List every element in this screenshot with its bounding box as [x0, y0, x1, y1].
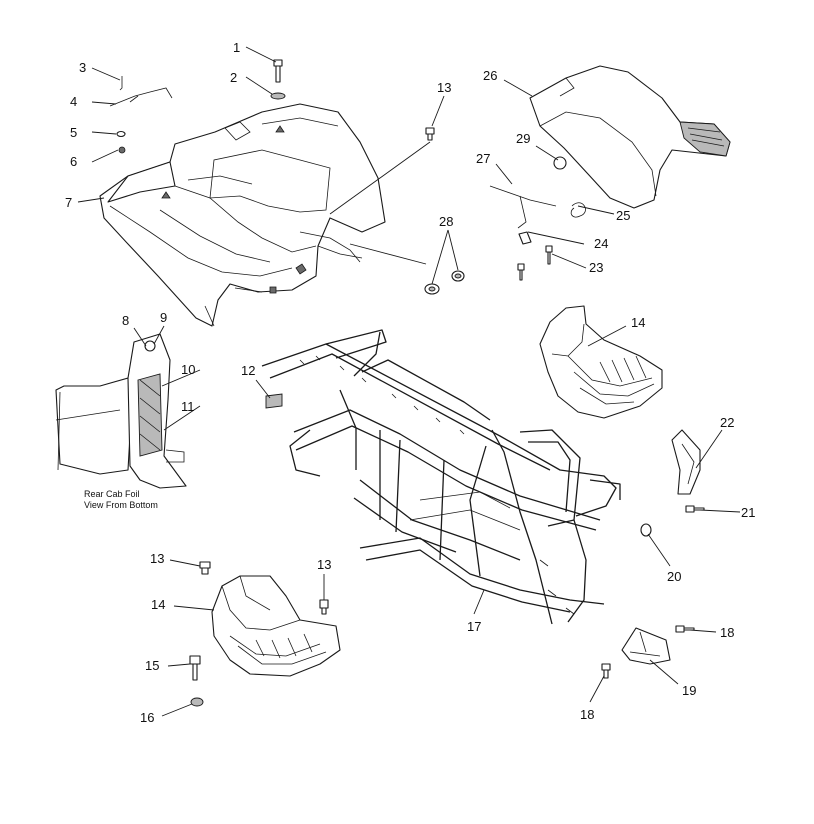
callout-28: 28: [439, 214, 453, 229]
seat: [489, 65, 731, 281]
callout-4: 4: [70, 94, 77, 109]
right-footwell: [539, 305, 663, 419]
callout-18-right: 18: [720, 625, 734, 640]
callout-1: 1: [233, 40, 240, 55]
cab-hardware: [109, 59, 286, 154]
detail-caption-line-1: Rear Cab Foil: [84, 489, 140, 499]
callout-8: 8: [122, 313, 129, 328]
callout-27: 27: [476, 151, 490, 166]
rear-cab-detail-view: [55, 333, 187, 489]
leader-lines: [77, 46, 741, 717]
callout-9: 9: [160, 310, 167, 325]
callout-13-center: 13: [317, 557, 331, 572]
callout-17: 17: [467, 619, 481, 634]
detail-view-caption: Rear Cab Foil View From Bottom: [84, 489, 158, 510]
callout-25: 25: [616, 208, 630, 223]
callout-6: 6: [70, 154, 77, 169]
callout-13-left: 13: [150, 551, 164, 566]
callout-labels: 1 2 3 4 5 6 7 8 9 10 11 12 13 13 13 14 1…: [65, 40, 755, 725]
callout-23: 23: [589, 260, 603, 275]
callout-14-upper: 14: [631, 315, 645, 330]
left-footwell: [211, 575, 341, 677]
callout-16: 16: [140, 710, 154, 725]
callout-22: 22: [720, 415, 734, 430]
callout-5: 5: [70, 125, 77, 140]
callout-15: 15: [145, 658, 159, 673]
callout-3: 3: [79, 60, 86, 75]
callout-26: 26: [483, 68, 497, 83]
detail-caption-line-2: View From Bottom: [84, 500, 158, 510]
callout-12: 12: [241, 363, 255, 378]
callout-20: 20: [667, 569, 681, 584]
callout-7: 7: [65, 195, 72, 210]
callout-19: 19: [682, 683, 696, 698]
callout-18-bottom: 18: [580, 707, 594, 722]
callout-10: 10: [181, 362, 195, 377]
callout-14-lower: 14: [151, 597, 165, 612]
callout-24: 24: [594, 236, 608, 251]
grommets: [424, 127, 465, 295]
callout-29: 29: [516, 131, 530, 146]
callout-13-upper: 13: [437, 80, 451, 95]
frame: [261, 329, 621, 625]
bracket-parts: [601, 429, 705, 679]
rear-cab: [99, 103, 386, 327]
callout-11: 11: [181, 399, 195, 414]
callout-21: 21: [741, 505, 755, 520]
callout-2: 2: [230, 70, 237, 85]
